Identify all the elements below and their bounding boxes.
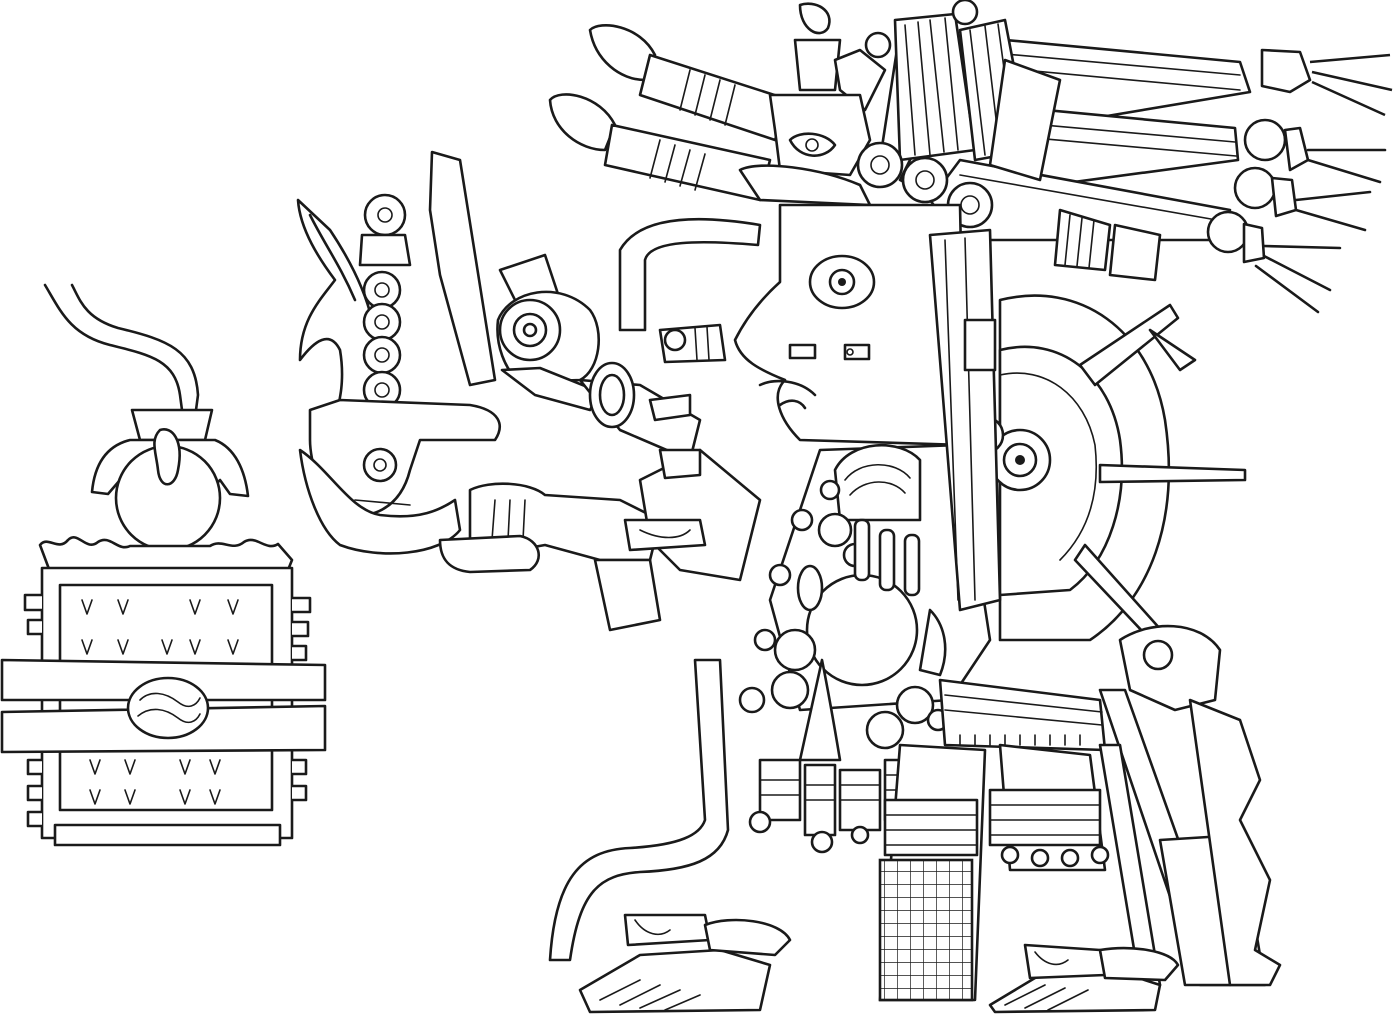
box-ribs-right — [292, 596, 312, 802]
v-marks — [81, 599, 239, 805]
headdress-feathers — [548, 0, 1393, 314]
legs — [878, 624, 1282, 1002]
offering-branch — [296, 193, 501, 555]
god-head — [618, 93, 994, 447]
back-shield — [965, 294, 1247, 652]
serpent-tail — [548, 658, 730, 962]
torso — [738, 208, 1162, 762]
arms — [438, 361, 762, 632]
serpent-staff — [428, 150, 602, 412]
box-ribs-left — [23, 593, 42, 828]
feet — [578, 913, 1180, 1014]
offering-bundle — [0, 283, 327, 847]
